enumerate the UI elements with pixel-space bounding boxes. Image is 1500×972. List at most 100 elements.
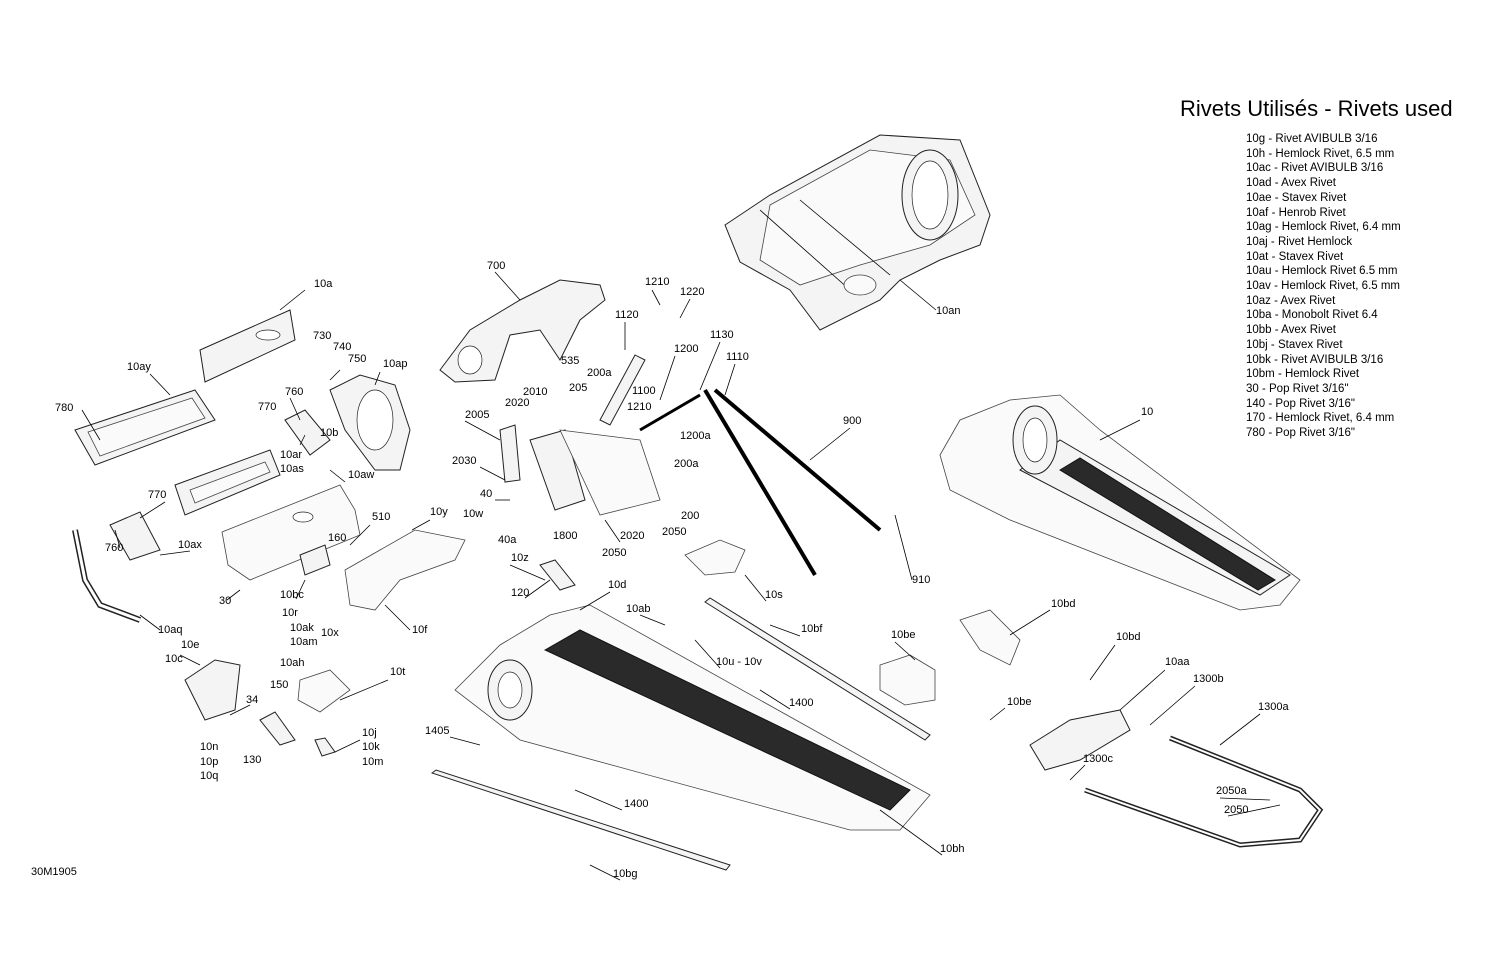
legend-item: 10au - Hemlock Rivet 6.5 mm	[1246, 265, 1398, 278]
callout-205: 205	[569, 382, 587, 394]
callout-10r: 10r	[282, 607, 298, 619]
rod-1200	[639, 393, 701, 432]
leader-line	[769, 624, 801, 637]
callout-200a_2: 200a	[674, 458, 699, 470]
bracket-120	[539, 559, 576, 591]
callout-10bg: 10bg	[613, 868, 637, 880]
leader-line	[679, 298, 691, 319]
callout-1405: 1405	[425, 725, 449, 737]
bracket-10ap	[329, 374, 411, 471]
leader-line	[1069, 764, 1086, 781]
callout-910: 910	[912, 574, 930, 586]
legend-item: 10bb - Avex Rivet	[1246, 324, 1336, 337]
legend-item: 10av - Hemlock Rivet, 6.5 mm	[1246, 280, 1401, 293]
callout-10b: 10b	[320, 427, 338, 439]
leader-line	[1119, 669, 1166, 711]
callout-760b: 760	[105, 542, 123, 554]
callout-700: 700	[487, 260, 505, 272]
leader-line	[329, 369, 341, 381]
callout-40: 40	[480, 488, 492, 500]
rivet-legend: Rivets Utilisés - Rivets used 10g - Rive…	[1180, 96, 1480, 441]
callout-10aa: 10aa	[1165, 656, 1190, 668]
callout-730: 730	[313, 330, 331, 342]
plate-10ar	[174, 449, 281, 516]
tie-rod-900	[703, 388, 882, 577]
callout-1400a: 1400	[789, 697, 813, 709]
callout-150: 150	[270, 679, 288, 691]
callout-10w: 10w	[463, 508, 483, 520]
callout-30: 30	[219, 595, 231, 607]
leader-line	[334, 739, 361, 753]
leader-line	[651, 289, 661, 306]
leader-line	[899, 279, 937, 311]
plate-10ay	[74, 389, 216, 466]
callout-1210b: 1210	[627, 401, 651, 413]
callout-200a_1: 200a	[587, 367, 612, 379]
leader-line	[579, 591, 611, 611]
leader-line	[639, 614, 666, 626]
callout-770b: 770	[148, 489, 166, 501]
callout-900: 900	[843, 415, 861, 427]
callout-10j: 10j	[362, 727, 377, 739]
legend-item: 10ba - Monobolt Rivet 6.4	[1246, 309, 1378, 322]
leader-line	[574, 789, 623, 811]
leader-line	[759, 689, 791, 710]
leader-line	[494, 271, 521, 301]
callout-1200: 1200	[674, 343, 698, 355]
leader-line	[894, 514, 913, 581]
leader-line	[1099, 419, 1141, 441]
callout-2005: 2005	[465, 409, 489, 421]
leader-line	[694, 639, 721, 669]
legend-item: 10az - Avex Rivet	[1246, 294, 1336, 307]
leader-line	[384, 604, 411, 631]
legend-item: 10ae - Stavex Rivet	[1246, 191, 1347, 204]
callout-2050a: 2050	[602, 547, 626, 559]
callout-2020a: 2020	[505, 397, 529, 409]
leader-line	[1089, 644, 1116, 681]
callout-120: 120	[511, 587, 529, 599]
callout-1300a: 1300a	[1258, 701, 1289, 713]
bracket-10j	[314, 737, 336, 757]
leader-line	[604, 519, 621, 543]
callout-780: 780	[55, 402, 73, 414]
callout-10ab: 10ab	[626, 603, 650, 615]
callout-10k: 10k	[362, 741, 380, 753]
callout-1800: 1800	[553, 530, 577, 542]
callout-10bd1: 10bd	[1051, 598, 1075, 610]
bracket-10b	[284, 409, 331, 456]
callout-535: 535	[561, 355, 579, 367]
legend-item: 10ac - Rivet AVIBULB 3/16	[1246, 162, 1384, 175]
leader-line	[509, 564, 546, 581]
callout-750: 750	[348, 353, 366, 365]
callout-10m: 10m	[362, 756, 383, 768]
callout-10ay: 10ay	[127, 361, 151, 373]
callout-760a: 760	[285, 386, 303, 398]
leader-line	[1219, 713, 1261, 746]
callout-2050b: 2050	[662, 526, 686, 538]
bracket-10aa	[1029, 709, 1131, 771]
callout-10a: 10a	[314, 278, 333, 290]
leader-line	[464, 420, 501, 441]
leader-line	[329, 469, 346, 483]
legend-item: 10bk - Rivet AVIBULB 3/16	[1246, 353, 1384, 366]
callout-10ah: 10ah	[280, 657, 304, 669]
leader-line	[989, 707, 1006, 721]
legend-item: 170 - Hemlock Rivet, 6.4 mm	[1246, 412, 1395, 425]
callout-1200a: 1200a	[680, 430, 711, 442]
callout-2030: 2030	[452, 455, 476, 467]
rail-10bg	[430, 769, 731, 871]
legend-item: 780 - Pop Rivet 3/16"	[1246, 427, 1355, 440]
callout-10bh: 10bh	[940, 843, 964, 855]
legend-item: 10h - Hemlock Rivet, 6.5 mm	[1246, 147, 1395, 160]
callout-1120: 1120	[615, 309, 639, 321]
leader-line	[479, 466, 506, 481]
legend-item: 10ag - Hemlock Rivet, 6.4 mm	[1246, 221, 1401, 234]
callout-10an: 10an	[936, 305, 960, 317]
callout-1130: 1130	[710, 329, 734, 341]
legend-item: 140 - Pop Rivet 3/16"	[1246, 397, 1355, 410]
legend-item: 10at - Stavex Rivet	[1246, 250, 1344, 263]
callout-1400b: 1400	[624, 798, 648, 810]
leader-line	[114, 529, 121, 549]
callout-10ap: 10ap	[383, 358, 407, 370]
